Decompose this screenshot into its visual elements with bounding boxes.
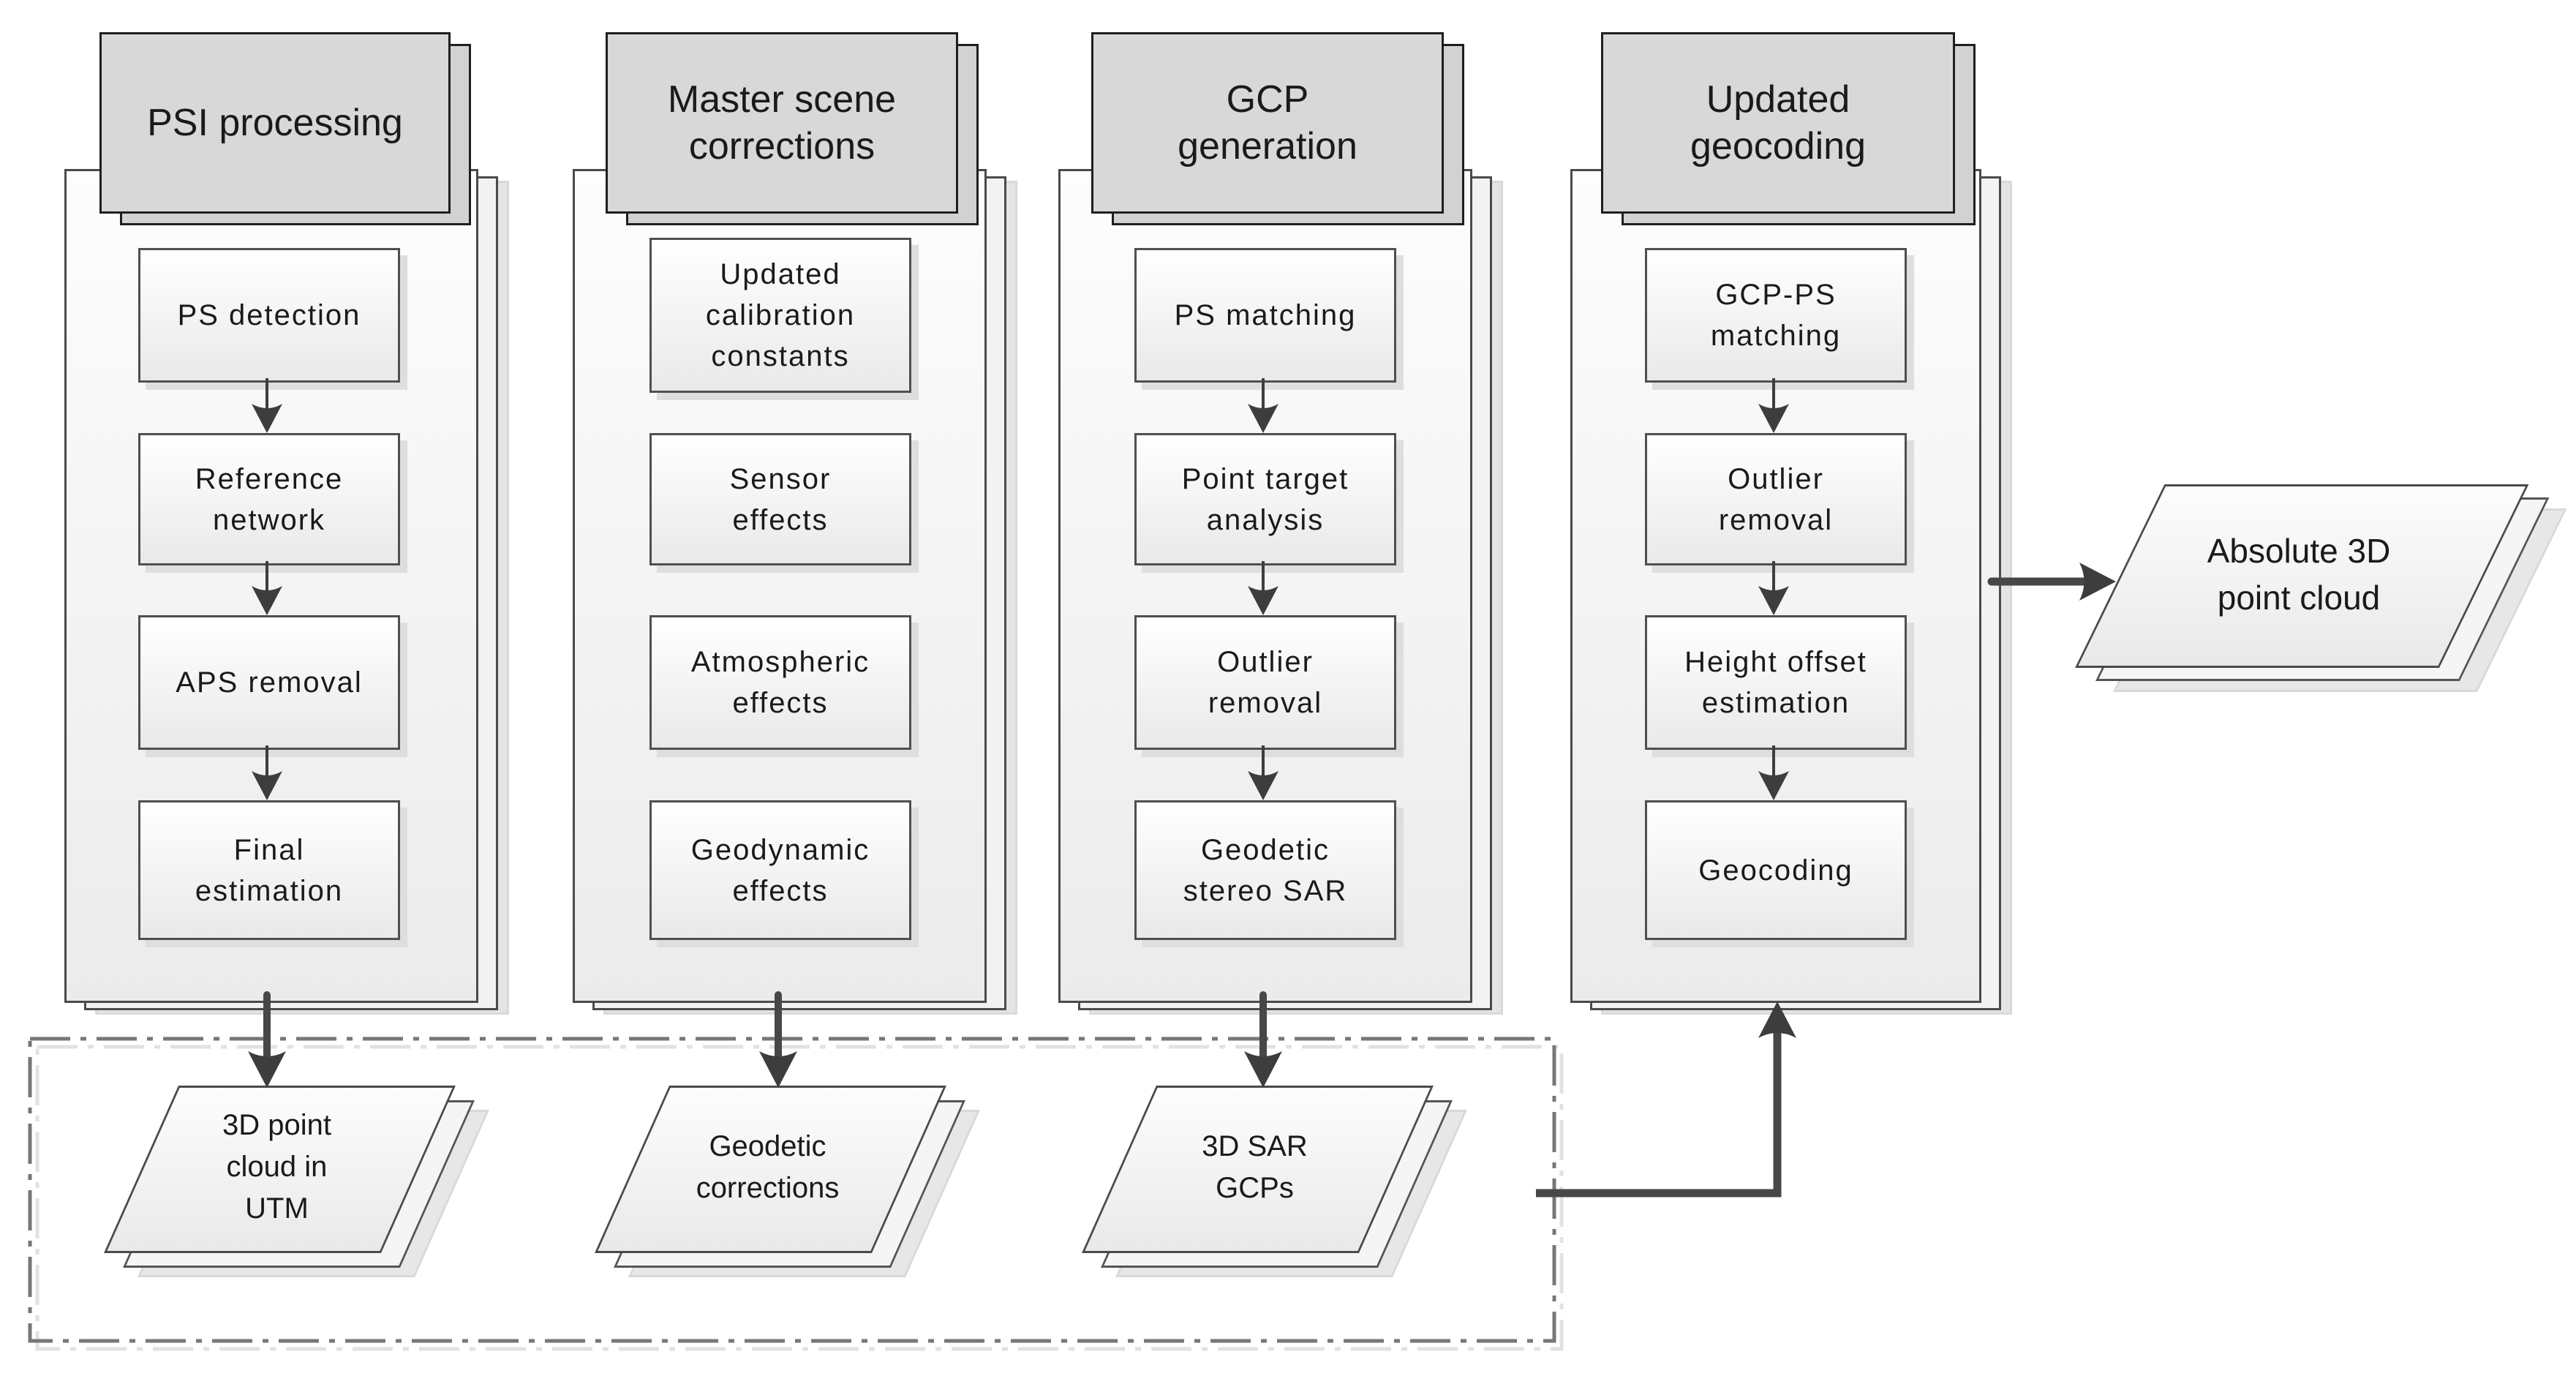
step-box-geodynamic-effects: Geodynamic effects [649, 800, 911, 940]
step-box-outlier-removal-geocoding: Outlier removal [1645, 433, 1907, 565]
arrowhead [759, 1051, 797, 1088]
output-geodetic-corrections-label: Geodetic corrections [696, 1129, 840, 1204]
step-box-reference-network: Reference network [138, 433, 400, 565]
arrowhead [1244, 1051, 1282, 1088]
step-box-gcp-ps-matching: GCP-PS matching [1645, 248, 1907, 383]
elbow-line [1536, 1033, 1782, 1198]
step-box-geodetic-stereo-sar: Geodetic stereo SAR [1134, 800, 1396, 940]
step-box-atmospheric-effects: Atmospheric effects [649, 615, 911, 750]
output-3d-point-cloud-utm-label: 3D point cloud in UTM [222, 1109, 331, 1225]
step-box-height-offset-estimation: Height offset estimation [1645, 615, 1907, 750]
step-box-outlier-removal-gcp: Outlier removal [1134, 615, 1396, 750]
step-box-sensor-effects: Sensor effects [649, 433, 911, 565]
header-gcp-generation: GCP generation [1091, 32, 1444, 214]
output-absolute-3d-point-cloud-group: Absolute 3D point cloud [2075, 484, 2567, 692]
arrow-gcps-to-updated-geocoding [1536, 1001, 1796, 1198]
step-box-point-target-analysis: Point target analysis [1134, 433, 1396, 565]
header-updated-geocoding: Updated geocoding [1601, 32, 1955, 214]
step-box-aps-removal: APS removal [138, 615, 400, 750]
step-box-updated-calibration-constants: Updated calibration constants [649, 238, 911, 393]
output-3d-sar-gcps-group: 3D SAR GCPs [1082, 1086, 1467, 1277]
arrowhead [248, 1051, 286, 1088]
output-geodetic-corrections-group: Geodetic corrections [595, 1086, 980, 1277]
header-master-scene: Master scene corrections [606, 32, 958, 214]
output-3d-point-cloud-utm-group: 3D point cloud in UTM [104, 1086, 489, 1277]
output-3d-sar-gcps-label: 3D SAR GCPs [1202, 1129, 1308, 1204]
step-box-final-estimation: Final estimation [138, 800, 400, 940]
step-box-geocoding: Geocoding [1645, 800, 1907, 940]
output-absolute-3d-point-cloud-label: Absolute 3D point cloud [2207, 531, 2391, 617]
header-psi-processing: PSI processing [99, 32, 451, 214]
step-box-ps-matching: PS matching [1134, 248, 1396, 383]
step-box-ps-detection: PS detection [138, 248, 400, 383]
